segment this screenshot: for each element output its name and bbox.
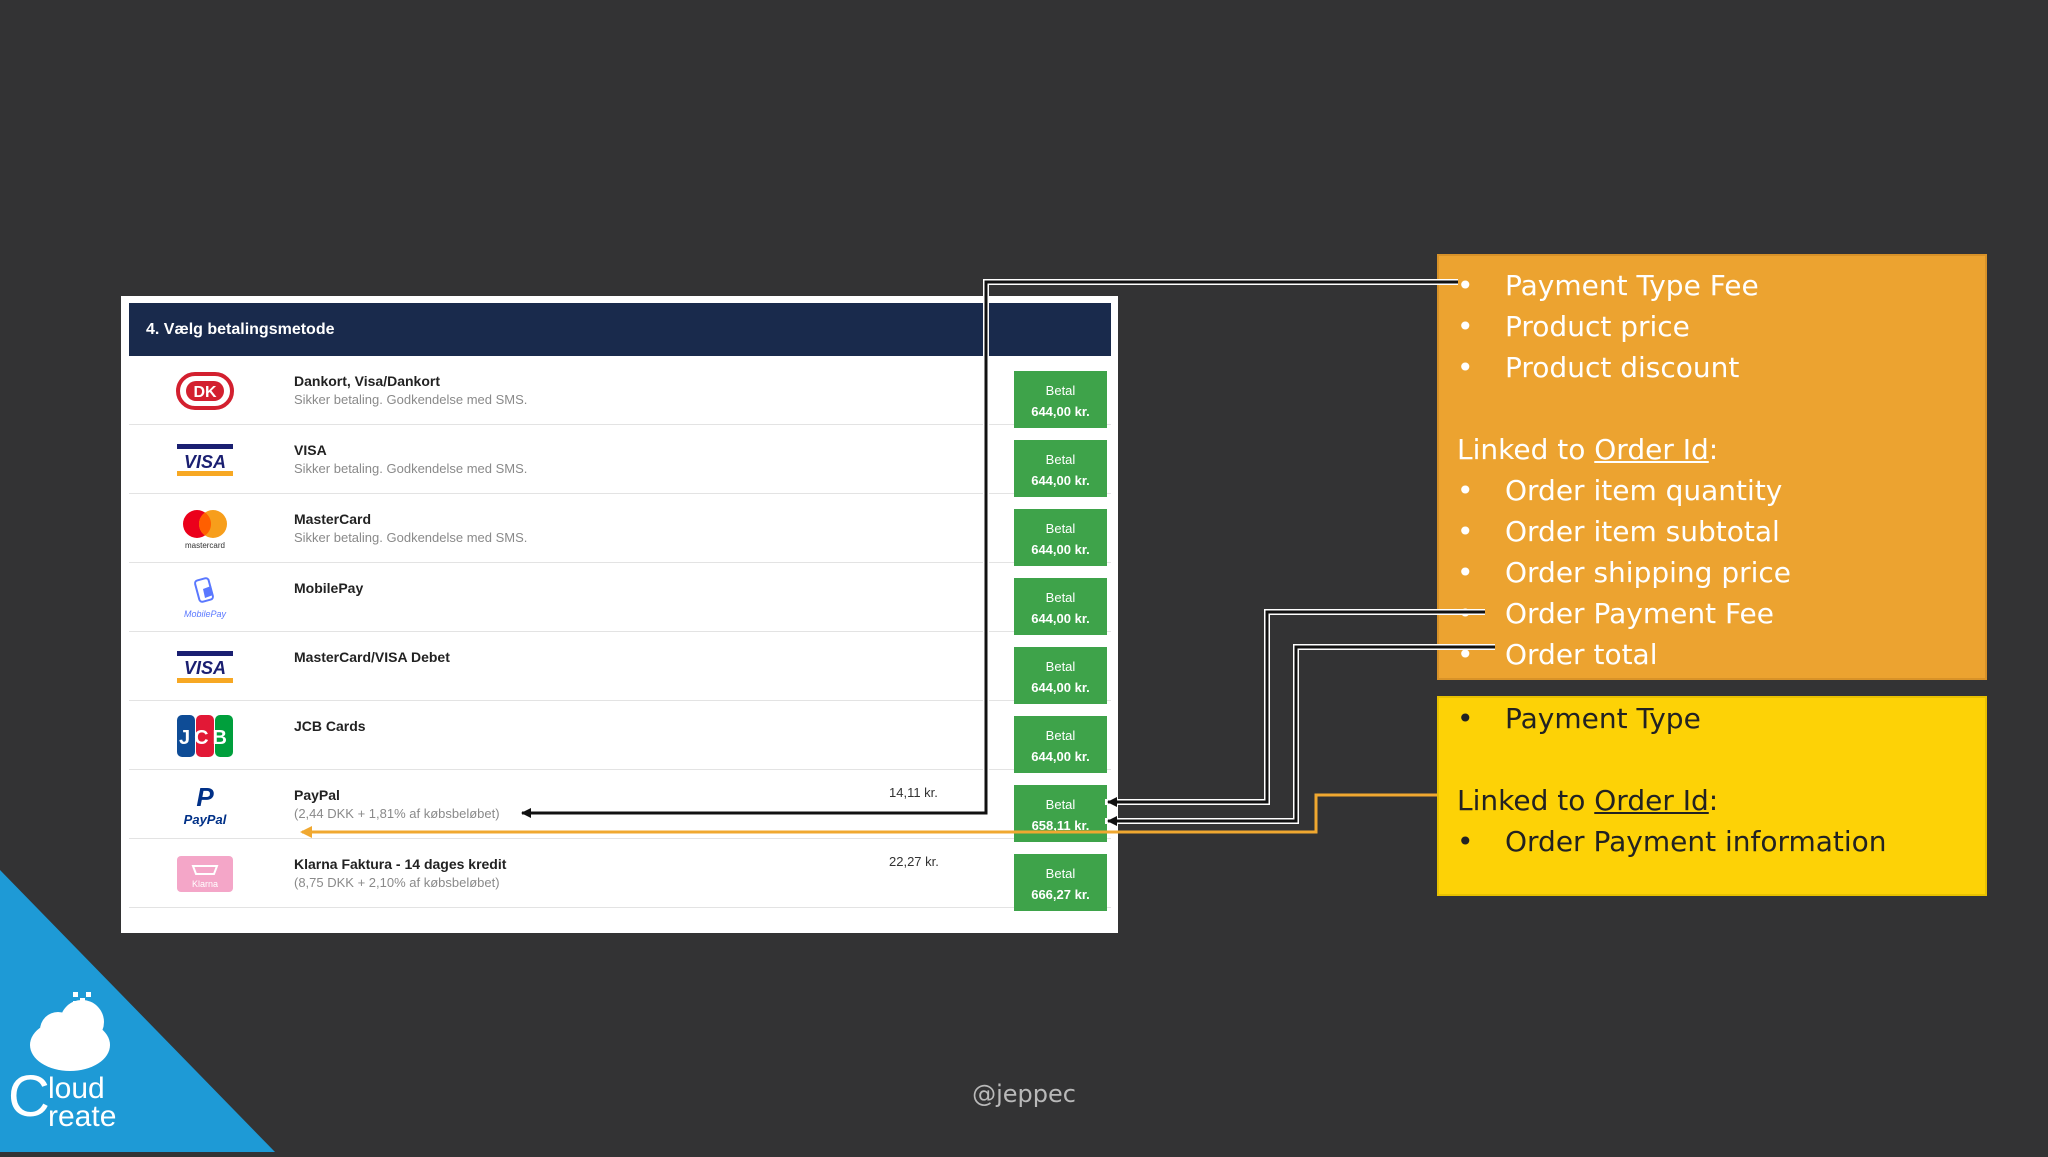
svg-text:P: P	[196, 782, 214, 812]
linked-to-label: Linked to Order Id:	[1457, 433, 1719, 466]
pay-button-amount: 644,00 kr.	[1031, 473, 1090, 488]
panel-title: 4. Vælg betalingsmetode	[129, 303, 1111, 356]
method-name: VISA	[294, 442, 327, 458]
brand-corner: C loud reate	[0, 870, 280, 1152]
payment-row-mobilepay[interactable]: MobilePay MobilePay Betal 644,00 kr.	[129, 563, 1111, 635]
pay-button-label: Betal	[1045, 659, 1076, 674]
pay-button-label: Betal	[1045, 866, 1076, 881]
method-desc: Sikker betaling. Godkendelse med SMS.	[294, 530, 528, 545]
payment-row-klarna[interactable]: Klarna Klarna Faktura - 14 dages kredit …	[129, 839, 1111, 911]
paypal-logo-icon: P PayPal	[175, 782, 235, 827]
method-name: Dankort, Visa/Dankort	[294, 373, 441, 389]
arrow-payment-type-fee	[520, 279, 1458, 816]
svg-text:C: C	[8, 1064, 50, 1129]
mastercard-logo-icon: mastercard	[175, 508, 235, 550]
linked-item-order-total: Order total	[1457, 634, 1985, 675]
linked-to-label: Linked to Order Id:	[1457, 784, 1719, 817]
payment-row-jcb[interactable]: JCB JCB Cards Betal 644,00 kr.	[129, 701, 1111, 773]
payment-row-visa-debit[interactable]: VISA MasterCard/VISA Debet Betal 644,00 …	[129, 632, 1111, 704]
linked-item: Order item quantity	[1457, 470, 1985, 511]
method-desc: Sikker betaling. Godkendelse med SMS.	[294, 392, 528, 407]
klarna-logo-icon: Klarna	[175, 853, 235, 895]
method-name: Klarna Faktura - 14 dages kredit	[294, 856, 507, 872]
field-item: Payment Type	[1457, 698, 1985, 739]
cloud-logo-icon	[30, 992, 110, 1071]
order-fields-box: Payment Type Fee Product price Product d…	[1437, 254, 1987, 680]
pay-button-label: Betal	[1045, 590, 1076, 605]
checkout-panel: 4. Vælg betalingsmetode DK Dankort, Visa…	[121, 296, 1118, 933]
visa-debit-logo-icon: VISA	[175, 646, 235, 688]
method-desc: (8,75 DKK + 2,10% af købsbeløbet)	[294, 875, 500, 890]
dankort-logo-text: DK	[193, 384, 217, 401]
pay-button-amount: 644,00 kr.	[1031, 749, 1090, 764]
field-item: Product discount	[1457, 347, 1985, 388]
mobilepay-logo-icon: MobilePay	[175, 577, 235, 619]
field-item: Product price	[1457, 306, 1985, 347]
pay-button[interactable]: Betal 644,00 kr.	[1014, 440, 1107, 497]
mobilepay-logo-text: MobilePay	[184, 609, 227, 619]
method-fee: 14,11 kr.	[889, 785, 938, 800]
linked-item-payment-fee: Order Payment Fee	[1457, 593, 1985, 634]
order-id-link: Order Id	[1594, 433, 1709, 466]
payment-row-visa[interactable]: VISA VISA Sikker betaling. Godkendelse m…	[129, 425, 1111, 497]
linked-item: Order Payment information	[1457, 821, 1985, 862]
pay-button-amount: 666,27 kr.	[1031, 887, 1090, 902]
pay-button-label: Betal	[1045, 797, 1076, 812]
jcb-logo-icon: JCB	[175, 715, 235, 757]
pay-button[interactable]: Betal 644,00 kr.	[1014, 647, 1107, 704]
pay-button-amount: 644,00 kr.	[1031, 680, 1090, 695]
pay-button[interactable]: Betal 644,00 kr.	[1014, 371, 1107, 428]
method-fee: 22,27 kr.	[889, 854, 939, 869]
brand-line1: loud	[48, 1072, 105, 1105]
order-id-link: Order Id	[1594, 784, 1709, 817]
pay-button-label: Betal	[1045, 728, 1076, 743]
payment-type-box: Payment Type Linked to Order Id: Order P…	[1437, 696, 1987, 896]
field-item: Payment Type Fee	[1457, 265, 1985, 306]
payment-row-dankort[interactable]: DK Dankort, Visa/Dankort Sikker betaling…	[129, 356, 1111, 428]
linked-item: Order item subtotal	[1457, 511, 1985, 552]
pay-button-amount: 644,00 kr.	[1031, 611, 1090, 626]
visa-logo-icon: VISA	[175, 439, 235, 481]
pay-button-label: Betal	[1045, 383, 1076, 398]
brand-line2: reate	[48, 1100, 116, 1133]
pay-button[interactable]: Betal 666,27 kr.	[1014, 854, 1107, 911]
jcb-logo-text: JCB	[179, 727, 231, 749]
method-desc: (2,44 DKK + 1,81% af købsbeløbet)	[294, 806, 500, 821]
footer-handle: @jeppec	[972, 1080, 1076, 1108]
pay-button-amount: 644,00 kr.	[1031, 542, 1090, 557]
mastercard-logo-text: mastercard	[185, 541, 225, 550]
linked-item: Order shipping price	[1457, 552, 1985, 593]
klarna-logo-text: Klarna	[192, 879, 218, 889]
visa-debit-logo-text: VISA	[184, 658, 226, 678]
pay-button[interactable]: Betal 644,00 kr.	[1014, 509, 1107, 566]
method-name: MasterCard	[294, 511, 372, 527]
pay-button-label: Betal	[1045, 452, 1076, 467]
arrow-payment-information	[300, 793, 1437, 838]
method-name: MasterCard/VISA Debet	[294, 649, 450, 665]
pay-button-amount: 658,11 kr.	[1031, 818, 1090, 833]
pay-button[interactable]: Betal 644,00 kr.	[1014, 578, 1107, 635]
payment-row-mastercard[interactable]: mastercard MasterCard Sikker betaling. G…	[129, 494, 1111, 566]
dankort-logo-icon: DK	[175, 370, 235, 412]
method-name: PayPal	[294, 787, 340, 803]
method-name: MobilePay	[294, 580, 364, 596]
pay-button-label: Betal	[1045, 521, 1076, 536]
paypal-logo-text: PayPal	[184, 812, 227, 827]
pay-button[interactable]: Betal 644,00 kr.	[1014, 716, 1107, 773]
pay-button-amount: 644,00 kr.	[1031, 404, 1090, 419]
visa-logo-text: VISA	[184, 452, 226, 472]
method-name: JCB Cards	[294, 718, 366, 734]
method-desc: Sikker betaling. Godkendelse med SMS.	[294, 461, 528, 476]
